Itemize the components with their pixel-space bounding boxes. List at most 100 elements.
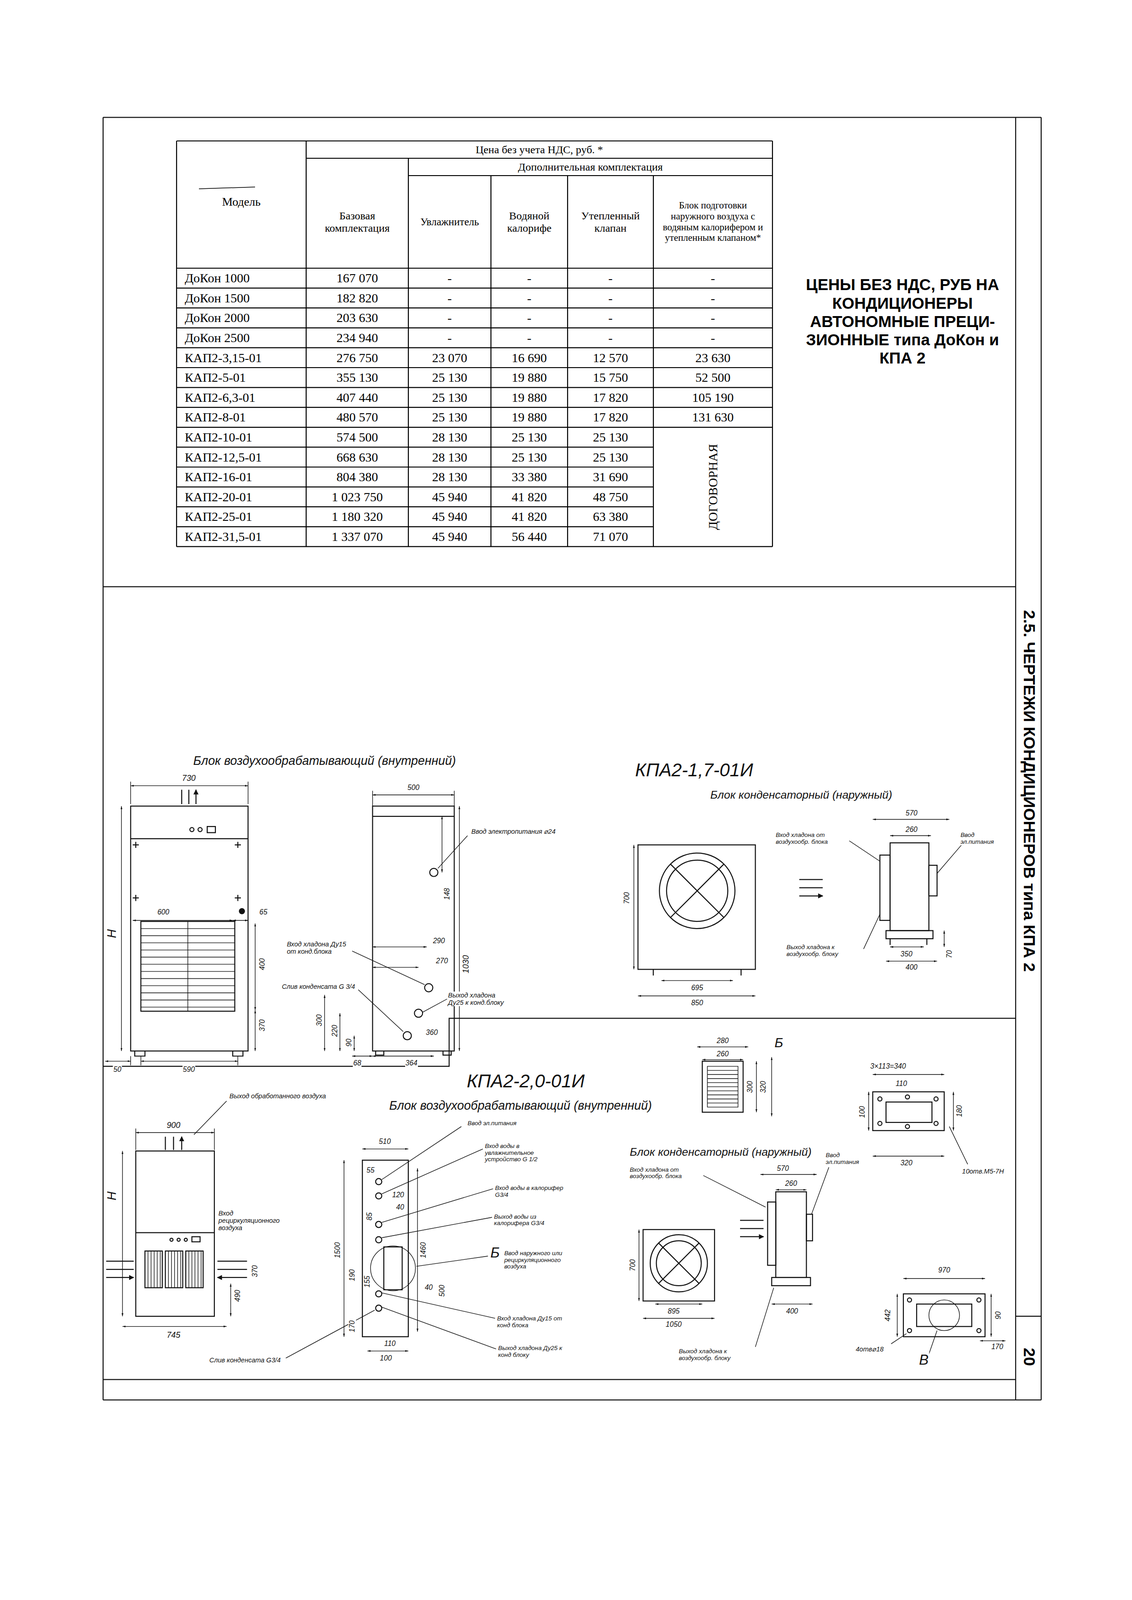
table-cell: 41 820 <box>491 507 567 527</box>
table-cell: - <box>654 328 772 348</box>
indoor-unit-front-2-ln <box>184 1238 188 1242</box>
dimension-label: 110 <box>895 1079 908 1088</box>
indoor-unit-front-2-ln <box>192 1236 201 1242</box>
indoor-unit-side-1-dim <box>372 794 455 796</box>
table-header: Базовая комплектация <box>307 176 408 268</box>
condenser-base-detail-dim <box>903 1278 986 1280</box>
table-cell: 17 820 <box>568 408 653 427</box>
indoor-unit-front-2-ln <box>135 1151 215 1317</box>
table-header: Дополнительная комплектация <box>409 159 772 175</box>
dimension-label: 590 <box>182 1065 196 1074</box>
indoor-unit-front-1-ln <box>132 842 241 902</box>
callout-label: Ввод наружного или рециркуляционного воз… <box>503 1250 579 1271</box>
table-cell: КАП2-8-01 <box>177 408 306 427</box>
indoor-unit-front-1-dim <box>121 806 122 1052</box>
dimension-label: 90 <box>994 1311 1002 1320</box>
indoor-unit-side-2-ln <box>375 1305 382 1312</box>
condenser-unit-1-dim <box>890 835 931 837</box>
technical-drawings <box>103 117 1042 1401</box>
table-cell: ДоКон 2500 <box>177 328 306 348</box>
table-cell: - <box>491 328 567 348</box>
indoor-unit-front-2-th <box>135 1128 215 1151</box>
callout-label: 3×113=340 <box>869 1062 907 1071</box>
dimension-label: 300 <box>746 1080 755 1094</box>
flange-detail-dim <box>868 1092 869 1132</box>
condenser-unit-1-dim <box>637 996 756 997</box>
dimension-label: 1030 <box>462 954 472 975</box>
callout-label: Вход рециркуляционного воздуха <box>218 1210 285 1232</box>
condenser-unit-1 <box>633 819 962 997</box>
dimension-label: 600 <box>156 908 170 917</box>
dimension-label: 170 <box>991 1343 1004 1352</box>
callout-label: Вход хладона Ду15 от конд блока <box>496 1316 569 1331</box>
table-cell: 203 630 <box>307 308 408 328</box>
callout-label: Выход хладона Ду25 к конд блоку <box>497 1345 573 1360</box>
table-cell: КАП2-3,15-01 <box>177 348 306 367</box>
flange-detail-ln <box>905 1124 910 1129</box>
flange-detail-th <box>949 1126 968 1165</box>
indoor-unit-front-2-th <box>147 1251 201 1289</box>
table-cell: КАП2-12,5-01 <box>177 448 306 467</box>
dimension-label: 260 <box>716 1050 730 1059</box>
detail-b-dim <box>756 1061 757 1113</box>
dimension-label: 170 <box>348 1320 356 1334</box>
table-cell: 16 690 <box>491 348 567 367</box>
dimension-label: 70 <box>945 949 954 959</box>
dimension-label: 895 <box>667 1307 680 1316</box>
dimension-label: 148 <box>443 887 451 901</box>
dimension-label: 65 <box>258 908 268 917</box>
table-cell: 63 380 <box>568 507 653 527</box>
flange-detail-ln <box>886 1102 933 1123</box>
indoor-unit-front-2-ln <box>169 1238 173 1242</box>
callout-label: Вход хладона от воздухообр. блока <box>775 832 848 846</box>
table-cell: 105 190 <box>654 388 772 407</box>
table-cell: 25 130 <box>409 368 491 387</box>
condenser-unit-1-ln <box>928 865 938 897</box>
indoor-unit-side-2-th <box>381 1126 497 1350</box>
condenser-base-detail-dim <box>991 1294 992 1338</box>
condenser-unit-2-ln <box>656 1241 702 1286</box>
table-header: Водяной калорифе <box>491 176 567 268</box>
condenser-unit-2-th <box>703 1167 829 1348</box>
table-cell: - <box>568 289 653 308</box>
dimension-label: 400 <box>785 1307 799 1316</box>
callout-label: Слив конденсата G3/4 <box>208 1356 282 1365</box>
condenser-unit-1-dim <box>661 980 734 981</box>
indoor-unit-front-1-ln <box>207 826 216 833</box>
callout-label: Ввод электропитания ⌀24 <box>470 828 556 836</box>
indoor-unit-front-1-ar <box>181 790 196 805</box>
indoor-unit-front-2-th <box>193 1101 375 1359</box>
indoor-unit-side-1-ln <box>424 984 433 993</box>
indoor-unit-front-1-circle <box>239 908 246 915</box>
dimension-label: 155 <box>363 1275 372 1289</box>
dimension-label: 360 <box>425 1028 439 1037</box>
price-table-grid <box>176 140 773 547</box>
indoor-unit-front-1-ln <box>130 806 248 1052</box>
dimension-label: 100 <box>858 1105 867 1119</box>
table-cell: - <box>491 289 567 308</box>
dimension-label: 260 <box>905 825 919 834</box>
table-cell: 45 940 <box>409 527 491 547</box>
dimension-label: 40 <box>395 1203 405 1212</box>
indoor-unit-front-1-dim <box>232 920 249 921</box>
callout-label: Ввод эл.питания <box>959 832 1000 846</box>
table-cell: 234 940 <box>307 328 408 348</box>
indoor-unit-front-2-ln <box>145 1251 163 1289</box>
table-header: Утепленный клапан <box>568 176 653 268</box>
table-cell: 574 500 <box>307 428 408 447</box>
table-cell: 23 070 <box>409 348 491 367</box>
indoor-unit-front-1-ln <box>189 827 194 832</box>
dimension-label: 280 <box>716 1037 730 1045</box>
table-cell: 1 337 070 <box>307 527 408 547</box>
indoor-unit-side-1-dim <box>372 1056 434 1057</box>
condenser-base-detail-ln <box>916 1304 972 1327</box>
table-cell: КАП2-6,3-01 <box>177 388 306 407</box>
callout-label: Слив конденсата G 3/4 <box>281 983 356 991</box>
condenser-unit-2-ln <box>806 1214 813 1242</box>
dimension-label: 1050 <box>665 1320 683 1329</box>
dimension-label: 50 <box>113 1065 122 1074</box>
table-cell: 407 440 <box>307 388 408 407</box>
detail-b-dim <box>697 1047 749 1048</box>
